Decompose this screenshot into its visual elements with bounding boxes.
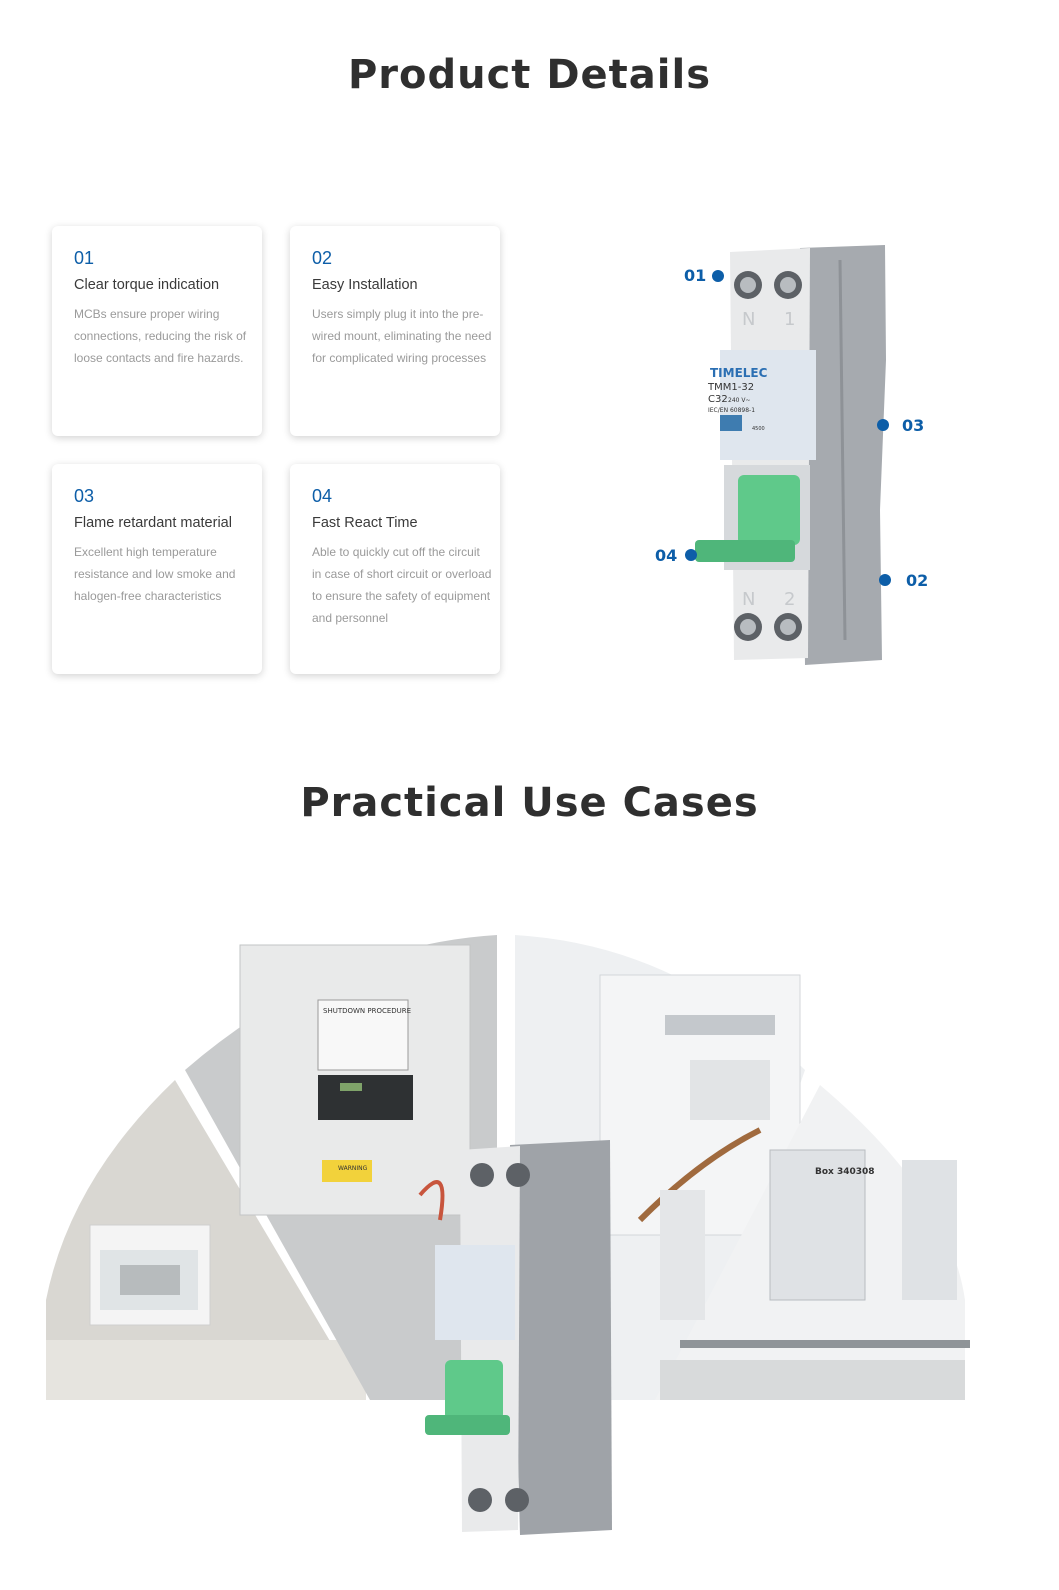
feature-title: Fast React Time	[312, 515, 418, 531]
feature-number: 02	[312, 248, 333, 268]
feature-number: 01	[74, 248, 95, 268]
device-terminal-label: 1	[784, 309, 795, 330]
feature-title: Flame retardant material	[74, 515, 232, 531]
device-brand-logo: TIMELEC	[710, 366, 768, 380]
device-standard: IEC/EN 60898-1	[708, 407, 755, 414]
feature-description: Able to quickly cut off the circuit in c…	[312, 545, 492, 625]
feature-card-01: 01 Clear torque indication MCBs ensure p…	[52, 226, 262, 436]
use-cases-collage: SHUTDOWN PROCEDURE WARNING Box 340308	[46, 935, 970, 1535]
device-voltage: 240 V~	[728, 397, 751, 404]
callout-02: 02	[906, 571, 929, 590]
device-model: TMM1-32	[707, 382, 754, 393]
device-terminal-label: N	[742, 589, 755, 610]
feature-description: Excellent high temperature resistance an…	[74, 545, 236, 603]
feature-card-04: 04 Fast React Time Able to quickly cut o…	[290, 464, 500, 674]
callout-04-dot	[685, 549, 697, 561]
use-cases-title: Practical Use Cases	[300, 780, 759, 826]
callout-02-dot	[879, 574, 891, 586]
device-terminal-label: N	[742, 309, 755, 330]
box-label: Box 340308	[815, 1167, 875, 1177]
feature-description: Users simply plug it into the pre-wired …	[312, 307, 492, 365]
callout-01-dot	[712, 270, 724, 282]
callout-03: 03	[902, 416, 925, 435]
feature-number: 04	[312, 486, 333, 506]
feature-card-02: 02 Easy Installation Users simply plug i…	[290, 226, 500, 436]
feature-description: MCBs ensure proper wiring connections, r…	[74, 307, 247, 365]
feature-card-03: 03 Flame retardant material Excellent hi…	[52, 464, 262, 674]
product-breaker-image: N 1 N 2 TIMELEC TMM1-32 C32 240 V~ IEC/E…	[695, 245, 886, 665]
callout-01: 01	[684, 266, 707, 285]
feature-number: 03	[74, 486, 95, 506]
warning-label: WARNING	[338, 1165, 368, 1172]
product-details-title: Product Details	[347, 52, 712, 98]
feature-title: Clear torque indication	[74, 277, 220, 293]
shutdown-procedure-label: SHUTDOWN PROCEDURE	[323, 1007, 411, 1015]
device-rating: C32	[708, 394, 728, 405]
device-capacity: 4500	[752, 426, 765, 432]
callout-03-dot	[877, 419, 889, 431]
callout-04: 04	[655, 546, 678, 565]
feature-title: Easy Installation	[312, 277, 418, 293]
device-terminal-label: 2	[784, 589, 795, 610]
